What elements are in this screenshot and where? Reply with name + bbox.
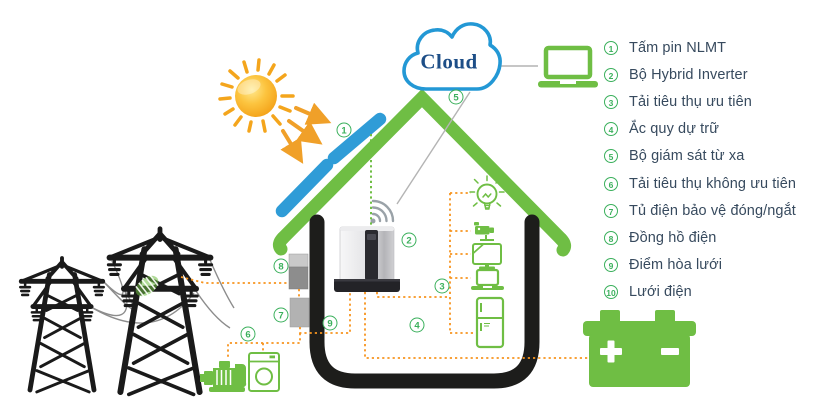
legend-num-3: 3 [604, 94, 618, 109]
legend-label-10: Lưới điện [629, 284, 692, 301]
sun-ray-arrows [280, 102, 332, 164]
monitoring-links [396, 65, 538, 205]
fridge-icon [475, 296, 505, 349]
legend-item-4: 4 Ắc quy dự trữ [604, 116, 796, 143]
water-pump-icon [200, 361, 247, 392]
legend-num-8: 8 [604, 230, 618, 245]
wifi-icon [370, 199, 395, 224]
legend-item-6: 6 Tải tiêu thụ không ưu tiên [604, 170, 796, 197]
house-roof [272, 88, 572, 257]
legend-label-4: Ắc quy dự trữ [629, 121, 720, 138]
priority-loads [469, 175, 505, 349]
legend-item-7: 7 Tủ điện bảo vệ đóng/ngắt [604, 197, 796, 224]
legend-num-6: 6 [604, 176, 618, 191]
monitor-icon [472, 243, 502, 270]
legend-item-10: 10 Lưới điện [604, 279, 796, 306]
legend: 1 Tấm pin NLMT 2 Bộ Hybrid Inverter 3 Tả… [604, 34, 796, 306]
marker-solar-panel: 1 [336, 122, 352, 138]
legend-num-9: 9 [604, 258, 618, 273]
cloud-label: Cloud [420, 49, 478, 74]
legend-item-2: 2 Bộ Hybrid Inverter [604, 61, 796, 88]
legend-item-3: 3 Tải tiêu thụ ưu tiên [604, 88, 796, 115]
legend-item-8: 8 Đồng hồ điện [604, 224, 796, 251]
legend-num-1: 1 [604, 40, 618, 55]
electric-meter [288, 253, 309, 290]
light-bulb-icon [469, 175, 505, 210]
solar-panel [275, 112, 387, 218]
legend-num-5: 5 [604, 149, 618, 164]
non-priority-loads [200, 352, 280, 392]
legend-label-2: Bộ Hybrid Inverter [629, 66, 748, 83]
sun-icon [218, 58, 332, 164]
laptop-icon [471, 268, 504, 290]
legend-label-5: Bộ giám sát từ xa [629, 148, 745, 165]
washing-machine-icon [248, 352, 280, 392]
legend-label-3: Tải tiêu thụ ưu tiên [629, 93, 752, 110]
power-circuits [180, 192, 588, 359]
marker-priority-loads: 3 [434, 278, 450, 294]
legend-label-1: Tấm pin NLMT [629, 39, 727, 56]
legend-item-1: 1 Tấm pin NLMT [604, 34, 796, 61]
legend-label-8: Đồng hồ điện [629, 229, 717, 246]
legend-num-2: 2 [604, 67, 618, 82]
marker-non-priority-loads: 6 [240, 326, 256, 342]
battery-icon [583, 310, 696, 387]
cloud-icon [402, 22, 502, 91]
transmission-tower-small [20, 258, 103, 392]
marker-grid-tie-point: 9 [322, 315, 338, 331]
power-grid [20, 229, 235, 395]
legend-label-9: Điểm hòa lưới [629, 257, 723, 274]
monitoring-laptop-icon [538, 45, 598, 88]
legend-label-7: Tủ điện bảo vệ đóng/ngắt [629, 202, 796, 219]
legend-item-9: 9 Điểm hòa lưới [604, 252, 796, 279]
marker-electric-meter: 8 [273, 258, 289, 274]
hybrid-inverter [334, 226, 400, 292]
grid-tie-coil-icon [135, 274, 159, 298]
legend-label-6: Tải tiêu thụ không ưu tiên [629, 175, 797, 192]
marker-hybrid-inverter: 2 [401, 232, 417, 248]
marker-protection-cabinet: 7 [273, 307, 289, 323]
marker-battery: 4 [409, 317, 425, 333]
legend-num-4: 4 [604, 122, 618, 137]
transmission-tower-large [108, 229, 211, 395]
legend-num-7: 7 [604, 203, 618, 218]
protection-cabinet [289, 297, 310, 328]
legend-item-5: 5 Bộ giám sát từ xa [604, 143, 796, 170]
marker-remote-monitoring: 5 [448, 89, 464, 105]
cctv-camera-icon [474, 222, 494, 241]
legend-num-10: 10 [604, 285, 618, 300]
